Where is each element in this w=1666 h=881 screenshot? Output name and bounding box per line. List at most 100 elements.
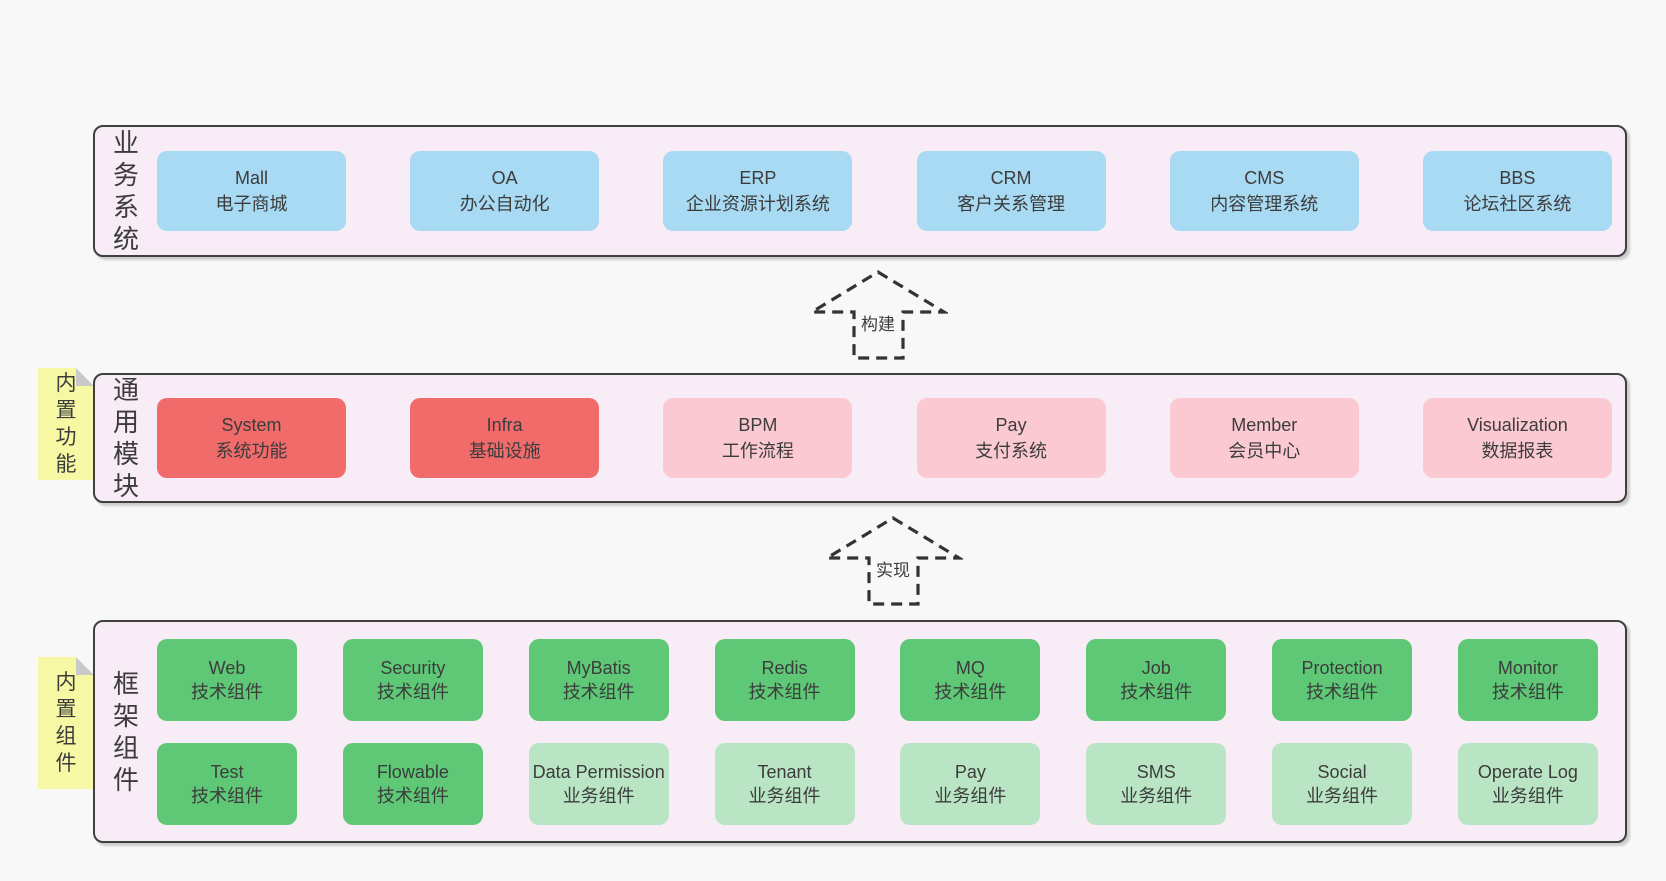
box-name: CMS [1244, 168, 1285, 188]
box-desc: 业务组件 [1120, 785, 1193, 806]
box-name: Pay [995, 415, 1027, 435]
box-tenant: Tenant 业务组件 [714, 742, 855, 825]
box-test: Test 技术组件 [157, 742, 297, 825]
layer-label: 通用模块 [112, 375, 139, 501]
box-name: Member [1231, 415, 1298, 435]
box-desc: 业务组件 [934, 785, 1007, 806]
layer-label: 框架组件 [112, 668, 139, 795]
box-desc: 业务组件 [1491, 785, 1564, 806]
box-desc: 内容管理系统 [1210, 194, 1319, 214]
sticky-note-built-in-features: 内置功能 [38, 368, 94, 480]
box-desc: 技术组件 [1491, 681, 1564, 702]
component-rows: Web 技术组件 Security 技术组件 MyBatis 技术组件 Redi… [157, 638, 1625, 825]
box-name: Data Permission [532, 761, 665, 782]
component-row-1: Web 技术组件 Security 技术组件 MyBatis 技术组件 Redi… [157, 638, 1598, 721]
box-protection: Protection 技术组件 [1272, 638, 1413, 721]
box-social: Social 业务组件 [1272, 742, 1413, 825]
box-name: BPM [738, 415, 778, 435]
box-mybatis: MyBatis 技术组件 [528, 638, 669, 721]
box-name: Protection [1301, 657, 1383, 678]
box-desc: 工作流程 [721, 441, 794, 461]
box-member: Member 会员中心 [1169, 398, 1359, 478]
box-name: Monitor [1497, 657, 1558, 678]
box-desc: 技术组件 [1120, 681, 1193, 702]
box-desc: 企业资源计划系统 [685, 194, 830, 214]
box-pay-component: Pay 业务组件 [900, 742, 1041, 825]
box-monitor: Monitor 技术组件 [1457, 638, 1598, 721]
box-desc: 技术组件 [191, 681, 263, 702]
box-name: SMS [1136, 761, 1176, 782]
box-name: OA [491, 168, 518, 188]
box-name: Infra [486, 415, 523, 435]
box-name: Visualization [1467, 415, 1568, 435]
box-desc: 数据报表 [1481, 441, 1554, 461]
box-name: MyBatis [566, 657, 631, 678]
note-fold-corner [76, 657, 94, 675]
box-name: Security [380, 657, 446, 678]
box-security: Security 技术组件 [342, 638, 483, 721]
box-name: Tenant [757, 761, 812, 782]
box-desc: 技术组件 [376, 785, 449, 806]
box-bpm: BPM 工作流程 [663, 398, 853, 478]
box-desc: 技术组件 [1306, 681, 1379, 702]
layer-business-systems: 业务系统 Mall 电子商城 OA 办公自动化 ERP 企业资源计划系统 CRM… [93, 125, 1627, 257]
box-desc: 电子商城 [215, 194, 288, 214]
box-desc: 支付系统 [975, 441, 1048, 461]
box-redis: Redis 技术组件 [714, 638, 855, 721]
box-desc: 业务组件 [748, 785, 821, 806]
box-desc: 技术组件 [191, 785, 263, 806]
box-erp: ERP 企业资源计划系统 [663, 151, 853, 231]
box-desc: 技术组件 [562, 681, 635, 702]
arrow-implement: 实现 [823, 516, 963, 606]
box-name: Job [1141, 657, 1171, 678]
module-boxes-row: System 系统功能 Infra 基础设施 BPM 工作流程 Pay 支付系统… [157, 398, 1625, 478]
box-name: Social [1317, 761, 1367, 782]
box-sms: SMS 业务组件 [1086, 742, 1227, 825]
box-desc: 业务组件 [562, 785, 635, 806]
sticky-note-built-in-components: 内置组件 [38, 657, 94, 789]
box-crm: CRM 客户关系管理 [916, 151, 1106, 231]
box-name: Redis [761, 657, 808, 678]
box-name: MQ [955, 657, 985, 678]
box-visualization: Visualization 数据报表 [1422, 398, 1612, 478]
box-name: Operate Log [1477, 761, 1578, 782]
box-name: Test [210, 761, 244, 782]
box-oa: OA 办公自动化 [410, 151, 600, 231]
box-cms: CMS 内容管理系统 [1169, 151, 1359, 231]
box-system: System 系统功能 [157, 398, 346, 478]
layer-framework-components: 框架组件 Web 技术组件 Security 技术组件 MyBatis 技术组件… [93, 620, 1627, 843]
box-pay-system: Pay 支付系统 [916, 398, 1106, 478]
layer-label: 业务系统 [112, 128, 139, 254]
box-job: Job 技术组件 [1086, 638, 1227, 721]
box-data-permission: Data Permission 业务组件 [528, 742, 669, 825]
box-desc: 论坛社区系统 [1463, 194, 1572, 214]
box-desc: 技术组件 [934, 681, 1007, 702]
box-desc: 系统功能 [215, 441, 288, 461]
box-desc: 会员中心 [1228, 441, 1301, 461]
arrow-label: 构建 [808, 314, 948, 336]
box-desc: 技术组件 [376, 681, 449, 702]
box-desc: 技术组件 [748, 681, 821, 702]
box-web: Web 技术组件 [157, 638, 297, 721]
box-name: Mall [234, 168, 268, 188]
box-name: Web [208, 657, 246, 678]
box-desc: 办公自动化 [459, 194, 550, 214]
box-desc: 基础设施 [468, 441, 541, 461]
box-desc: 客户关系管理 [957, 194, 1066, 214]
business-boxes-row: Mall 电子商城 OA 办公自动化 ERP 企业资源计划系统 CRM 客户关系… [157, 151, 1625, 231]
box-bbs: BBS 论坛社区系统 [1422, 151, 1612, 231]
layer-common-modules: 通用模块 System 系统功能 Infra 基础设施 BPM 工作流程 Pay… [93, 373, 1627, 503]
box-name: CRM [990, 168, 1032, 188]
arrow-label: 实现 [823, 560, 963, 582]
box-mq: MQ 技术组件 [900, 638, 1041, 721]
box-name: Flowable [376, 761, 449, 782]
box-mall: Mall 电子商城 [157, 151, 346, 231]
arrow-build: 构建 [808, 270, 948, 360]
box-infra: Infra 基础设施 [410, 398, 600, 478]
box-operate-log: Operate Log 业务组件 [1457, 742, 1598, 825]
box-name: System [221, 415, 282, 435]
box-flowable: Flowable 技术组件 [342, 742, 483, 825]
box-desc: 业务组件 [1306, 785, 1379, 806]
note-fold-corner [76, 368, 94, 386]
box-name: ERP [739, 168, 777, 188]
